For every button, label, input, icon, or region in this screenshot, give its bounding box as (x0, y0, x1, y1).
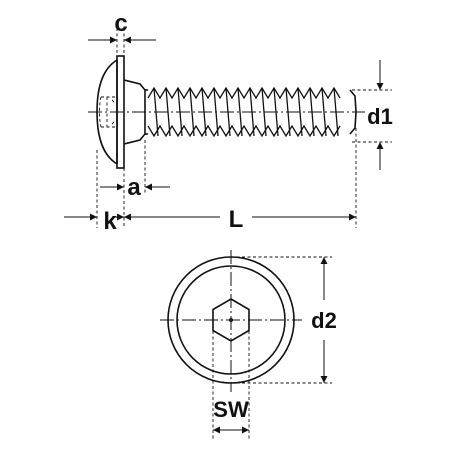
thread-crest-top (147, 86, 341, 100)
thread-crest-bottom (147, 124, 341, 138)
thread-flank-line (237, 87, 243, 137)
dimension-d2: d2 (231, 256, 337, 384)
dimension-label-k: k (103, 208, 117, 235)
thread-flank-line (189, 87, 195, 137)
dimension-L: L (124, 206, 356, 233)
dimension-d1: d1 (367, 60, 393, 170)
thread-flank-line (321, 87, 327, 137)
hex-socket-hidden-lines (99, 96, 117, 128)
dimension-label-c: c (114, 10, 127, 37)
dimension-label-d1: d1 (367, 104, 393, 129)
dimension-c: c (88, 10, 156, 44)
dimension-label-L: L (229, 206, 244, 233)
screw-end-view (160, 250, 302, 392)
dimension-sw: SW (212, 331, 250, 440)
dimension-k: k (64, 208, 124, 235)
dimension-label-sw: SW (213, 397, 249, 422)
dimension-label-a: a (127, 174, 141, 201)
screw-side-view (88, 55, 365, 169)
dimension-a: a (100, 174, 170, 201)
dimension-label-d2: d2 (311, 308, 337, 333)
